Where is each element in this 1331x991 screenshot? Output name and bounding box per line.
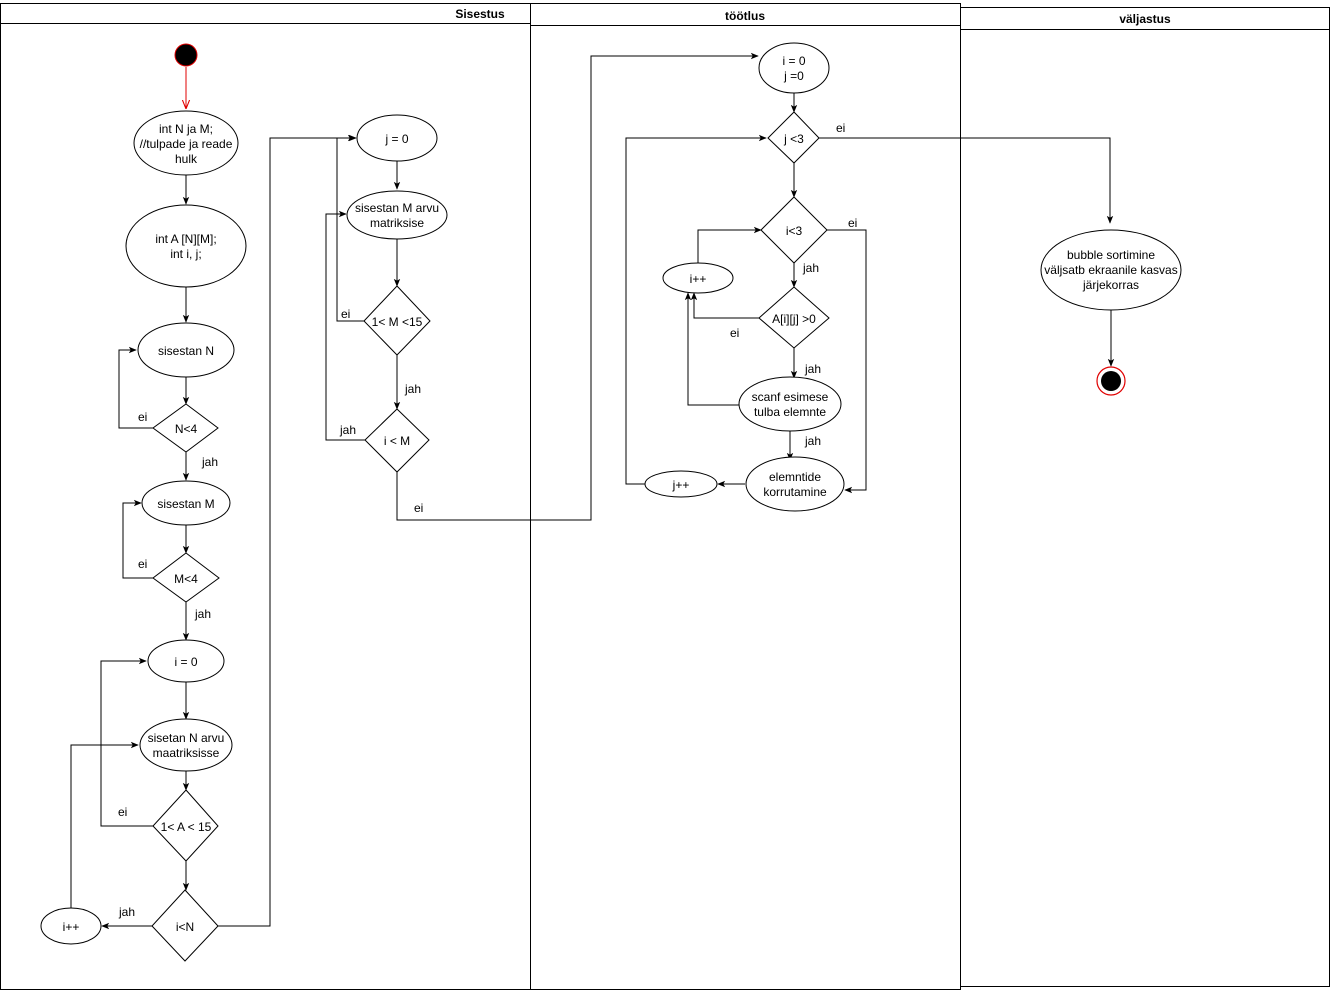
edge-i-inc-loop [70,741,139,908]
node-init-a: int A [N][M]; int i, j; [125,204,247,288]
start-node-icon [174,43,198,67]
node-init-nm-line1: int N ja M; [159,122,213,136]
decision-aij-positive: A[i][j] >0 [758,286,830,349]
node-init-nm-line3: hulk [175,152,198,166]
node-scanf-line2: tulba elemnte [754,405,826,419]
label-ei-dec-m: ei [138,557,147,571]
decision-i-less-n-label: i<N [176,920,194,934]
node-i-increment-1-label: i++ [63,920,80,934]
node-j-increment: j++ [644,470,718,498]
node-init-a-line2: int i, j; [170,247,201,261]
node-bubble-sort-line1: bubble sortimine [1067,248,1155,262]
node-ij-zero-line1: i = 0 [782,54,805,68]
edge-dec-im-jah-loop [325,210,365,441]
node-input-m-label: sisestan M [157,497,214,511]
label-ei-dec-m-range: ei [341,307,350,321]
node-ij-zero: i = 0 j =0 [758,42,830,94]
node-i-zero-1: i = 0 [147,639,225,683]
label-ei-dec-aij: ei [730,326,739,340]
decision-m-range-label: 1< M <15 [372,315,423,329]
label-ei-dec-n: ei [138,410,147,424]
decision-j-less-3: j <3 [767,111,820,164]
node-init-nm: int N ja M; //tulpade ja reade hulk [133,110,239,176]
node-input-m-numbers: sisestan M arvu matriksise [346,190,448,240]
node-init-a-line1: int A [N][M]; [155,232,216,246]
node-input-n-numbers-line2: maatriksisse [153,746,220,760]
end-node-icon [1096,366,1126,396]
edge-dec-a-ei-loop [100,657,153,827]
node-scanf: scanf esimese tulba elemnte [738,376,842,432]
node-bubble-sort: bubble sortimine väljsatb ekraanile kasv… [1040,229,1182,311]
edge-dec-im-ei-to-tootlus [396,52,759,521]
decision-i-less-3-label: i<3 [786,224,803,238]
edge-labels: ei jah ei jah ei jah ei jah jah ei ei ei… [118,121,857,919]
node-j-zero-1: j = 0 [356,114,438,162]
label-jah-dec-aij: jah [804,362,821,376]
edge-dec-j3-ei-to-bubble [819,137,1114,224]
node-bubble-sort-line2: väljsatb ekraanile kasvas [1044,263,1177,277]
label-jah-dec-i3: jah [802,261,819,275]
lane-valjastus-title: väljastus [1119,12,1171,26]
label-jah-dec-m-range: jah [404,382,421,396]
node-input-n-numbers: sisetan N arvu maatriksisse [139,718,233,772]
node-input-m-numbers-line1: sisestan M arvu [355,201,439,215]
node-input-n-numbers-line1: sisetan N arvu [148,731,225,745]
decision-i-less-m: i < M [364,408,430,473]
node-input-m-numbers-line2: matriksise [370,216,424,230]
label-jah-dec-m: jah [194,607,211,621]
label-jah-dec-im: jah [339,423,356,437]
lane-sisestus: Sisestus [0,3,531,990]
node-multiply-line1: elemntide [769,470,821,484]
lane-valjastus: väljastus [960,7,1330,987]
lane-sisestus-title: Sisestus [455,7,505,21]
lane-tootlus: töötlus [530,3,961,990]
decision-m-less-4-label: M<4 [174,572,198,586]
edges [70,52,1115,930]
node-init-nm-line2: //tulpade ja reade [140,137,233,151]
decision-m-less-4: M<4 [152,552,220,603]
edge-dec-range-ei-loop [336,134,364,322]
node-i-increment-2-label: i++ [690,272,707,286]
node-input-n: sisestan N [137,322,235,378]
node-ij-zero-line2: j =0 [783,69,804,83]
node-input-n-label: sisestan N [158,344,214,358]
node-input-m: sisestan M [141,480,231,526]
decision-j-less-3-label: j <3 [783,132,804,146]
lane-tootlus-title: töötlus [725,9,765,23]
node-i-increment-2: i++ [662,262,734,294]
decision-m-range: 1< M <15 [363,285,431,356]
node-j-increment-label: j++ [672,478,690,492]
decision-i-less-3: i<3 [760,196,828,264]
edge-dec-n-ei-loop [118,346,153,429]
label-ei-dec-im: ei [414,501,423,515]
node-bubble-sort-line3: järjekorras [1082,278,1139,292]
label-ei-dec-j3: ei [836,121,845,135]
decision-aij-positive-label: A[i][j] >0 [772,312,816,326]
node-multiply: elemntide korrutamine [745,456,845,512]
node-multiply-line2: korrutamine [763,485,827,499]
label-jah-dec-n: jah [201,455,218,469]
decision-n-less-4: N<4 [152,403,219,453]
node-j-zero-1-label: j = 0 [384,132,408,146]
label-jah-dec-in: jah [118,905,135,919]
label-ei-dec-a: ei [118,805,127,819]
edge-dec-i3-ei-to-multiply [827,229,867,494]
label-ei-dec-i3: ei [848,216,857,230]
node-i-increment-1: i++ [40,907,102,945]
decision-a-range: 1< A < 15 [152,789,219,862]
edge-dec-m-ei-loop [122,499,153,579]
edge-i-inc-to-dec-i3 [697,226,762,263]
decision-i-less-n: i<N [151,889,219,962]
node-scanf-line1: scanf esimese [752,390,829,404]
edge-dec-aij-ei-to-i-inc [690,292,759,319]
decision-n-less-4-label: N<4 [175,422,198,436]
edge-dec-in-to-j-zero [218,134,356,927]
edge-j-inc-to-dec-j3 [625,134,767,485]
decision-i-less-m-label: i < M [384,434,410,448]
label-jah-scanf: jah [804,434,821,448]
node-i-zero-1-label: i = 0 [174,655,197,669]
decision-a-range-label: 1< A < 15 [161,820,212,834]
edge-scanf-to-i-inc [684,292,739,406]
